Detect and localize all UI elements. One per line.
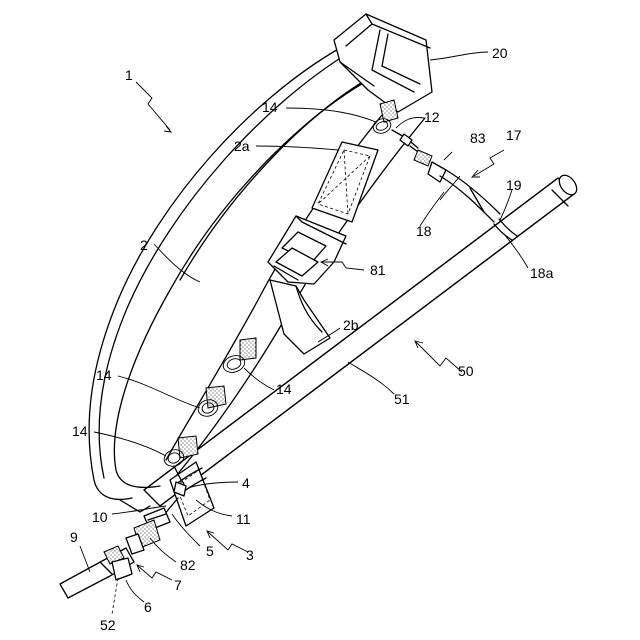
label-83: 83 <box>470 130 486 146</box>
pad-2a <box>312 142 378 222</box>
label-11: 11 <box>236 511 251 527</box>
label-82: 82 <box>180 557 196 573</box>
label-12: 12 <box>424 109 440 125</box>
label-3: 3 <box>246 547 254 563</box>
label-14-mid: 14 <box>276 381 292 397</box>
label-1: 1 <box>125 67 133 83</box>
rod <box>144 172 580 506</box>
label-14-left: 14 <box>96 367 112 383</box>
label-14-bottom: 14 <box>72 423 88 439</box>
label-51: 51 <box>394 391 410 407</box>
buckle-81 <box>268 216 346 354</box>
d-ring-mid-2 <box>196 386 226 419</box>
label-2: 2 <box>140 237 148 253</box>
label-9: 9 <box>70 529 78 545</box>
label-2a: 2a <box>234 138 250 154</box>
label-10: 10 <box>92 509 108 525</box>
label-19: 19 <box>506 177 522 193</box>
label-50: 50 <box>458 363 474 379</box>
label-52: 52 <box>100 617 116 633</box>
label-20: 20 <box>492 45 508 61</box>
label-18a: 18a <box>530 265 554 281</box>
label-4: 4 <box>242 475 250 491</box>
label-81: 81 <box>370 262 386 278</box>
label-6: 6 <box>144 599 152 615</box>
shoulder-belt <box>89 48 425 512</box>
label-17: 17 <box>506 127 522 143</box>
label-14-top: 14 <box>262 99 278 115</box>
shoulder-pad <box>334 14 432 112</box>
label-18: 18 <box>416 223 432 239</box>
label-7: 7 <box>174 577 182 593</box>
label-2b: 2b <box>343 317 359 333</box>
d-ring-top <box>371 100 398 136</box>
label-5: 5 <box>206 543 214 559</box>
